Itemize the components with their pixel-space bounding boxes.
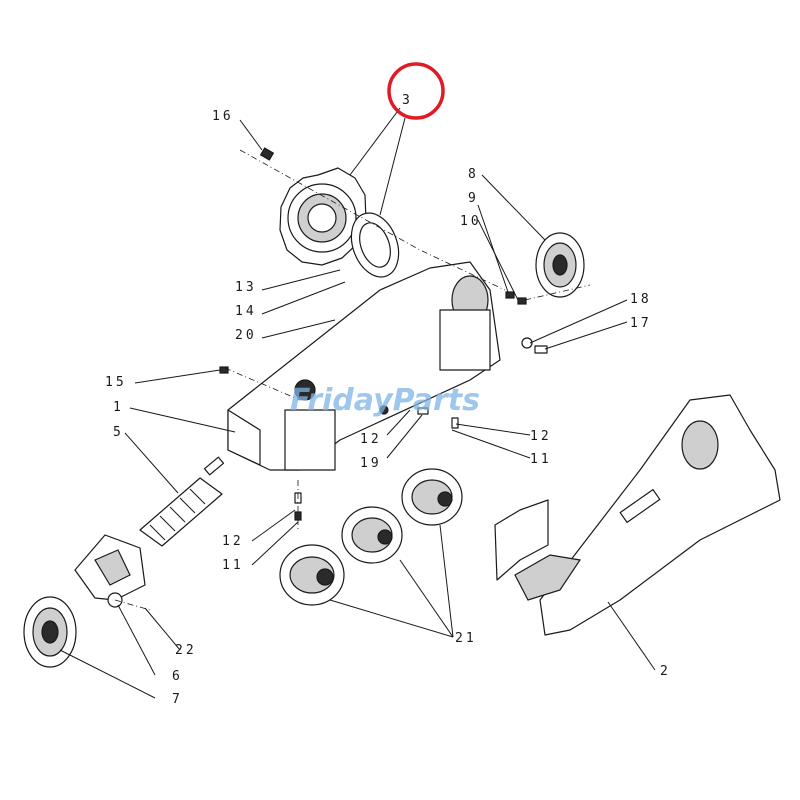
callout-16: 16 <box>212 109 234 124</box>
callout-6: 6 <box>172 669 183 684</box>
callout-11b: 11 <box>222 558 244 573</box>
callout-13: 13 <box>235 280 257 295</box>
track-frame-part-2 <box>494 394 781 636</box>
callout-3: 3 <box>402 93 413 108</box>
sprocket-part-3 <box>279 167 367 266</box>
ring-plate <box>350 212 400 278</box>
idler-wheel-part-8 <box>535 232 585 298</box>
callout-5: 5 <box>113 425 124 440</box>
callout-9: 9 <box>468 191 479 206</box>
leader-lines <box>59 107 656 699</box>
callout-12a: 12 <box>360 432 382 447</box>
callout-12b: 12 <box>530 429 552 444</box>
callout-8: 8 <box>468 167 479 182</box>
highlight-circle <box>387 62 445 120</box>
track-frame-part-1 <box>227 261 501 471</box>
track-roller <box>401 468 463 526</box>
track-roller <box>341 506 403 564</box>
yoke-part-6 <box>74 534 146 608</box>
callout-10: 10 <box>460 214 482 229</box>
idler-wheel-part-7 <box>23 596 77 668</box>
track-rollers-part-21 <box>279 468 463 606</box>
track-roller <box>279 544 345 606</box>
bolt-part-16 <box>259 147 275 161</box>
recoil-spring-part-5 <box>139 456 225 547</box>
callout-7: 7 <box>172 692 183 707</box>
watermark-logo: FridayParts <box>290 383 480 418</box>
callout-14: 14 <box>235 304 257 319</box>
callout-11a: 11 <box>530 452 552 467</box>
callout-18: 18 <box>630 292 652 307</box>
small-hardware-right <box>505 291 548 354</box>
callout-19: 19 <box>360 456 382 471</box>
callout-21: 21 <box>455 631 477 646</box>
callout-15: 15 <box>105 375 127 390</box>
callout-1: 1 <box>113 400 124 415</box>
callout-12c: 12 <box>222 534 244 549</box>
callout-22: 22 <box>175 643 197 658</box>
callout-20: 20 <box>235 328 257 343</box>
callout-2: 2 <box>660 664 671 679</box>
callout-17: 17 <box>630 316 652 331</box>
